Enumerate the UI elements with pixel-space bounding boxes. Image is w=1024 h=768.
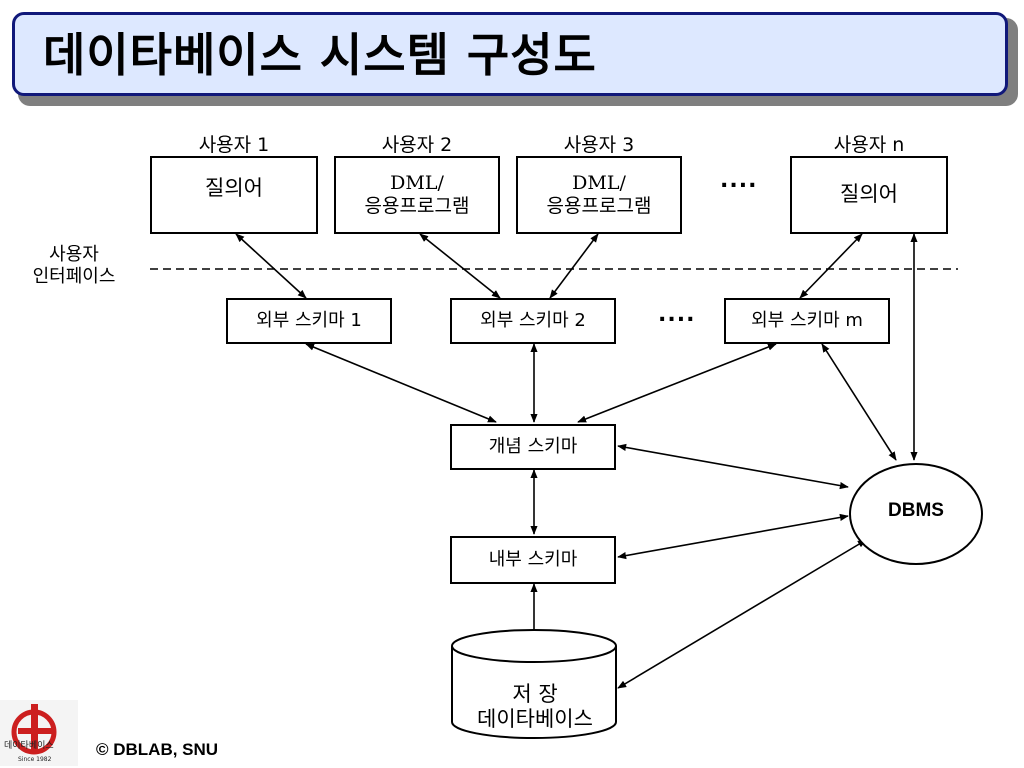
external-schema-m: 외부 스키마 m — [724, 298, 890, 344]
arrow-ext1-conceptual — [305, 343, 497, 423]
arrow-usern-extm — [799, 233, 863, 299]
user-interface-line2: 인터페이스 — [32, 265, 116, 287]
external-schema-2: 외부 스키마 2 — [450, 298, 616, 344]
user-n-label: 사용자 n — [833, 134, 905, 156]
user-interface-label: 사용자 인터페이스 — [16, 244, 132, 287]
user-3-dml-box: DML/ 응용프로그램 — [516, 156, 682, 234]
user-1-query-box: 질의어 — [150, 156, 318, 234]
user-1-query-text: 질의어 — [205, 176, 263, 200]
page-title: 데이타베이스 시스템 구성도 — [43, 28, 597, 82]
arrow-conceptual-dbms — [617, 443, 849, 490]
logo-since: Since 1982 — [18, 756, 52, 763]
storage-database-label: 저 장 데이타베이스 — [452, 682, 618, 732]
dblab-logo — [0, 700, 78, 766]
dbms-node — [849, 463, 983, 565]
user-2-app-text: 응용프로그램 — [364, 195, 470, 217]
external-schema-1-label: 외부 스키마 1 — [256, 310, 362, 332]
logo-text: 데이타베이스 — [4, 741, 54, 751]
external-schema-m-label: 외부 스키마 m — [751, 310, 863, 332]
copyright: © DBLAB, SNU — [96, 740, 219, 759]
arrow-user1-ext1 — [235, 233, 307, 299]
user-n-query-box: 질의어 — [790, 156, 948, 234]
storage-line2: 데이타베이스 — [477, 707, 593, 732]
internal-schema: 내부 스키마 — [450, 536, 616, 584]
arrow-user2-ext2 — [419, 233, 501, 299]
external-schema-1: 외부 스키마 1 — [226, 298, 392, 344]
internal-schema-label: 내부 스키마 — [488, 549, 578, 571]
storage-database-node — [451, 629, 617, 739]
user-2-dml-box: DML/ 응용프로그램 — [334, 156, 500, 234]
arrow-storage-dbms — [617, 539, 867, 689]
title-banner: 데이타베이스 시스템 구성도 — [12, 12, 1008, 96]
arrow-user3-ext2 — [549, 233, 599, 299]
conceptual-schema: 개념 스키마 — [450, 424, 616, 470]
user-3-app-text: 응용프로그램 — [546, 195, 652, 217]
storage-line1: 저 장 — [512, 682, 558, 706]
user-2-dml-text: DML/ — [390, 172, 444, 195]
dbms-label: DBMS — [888, 500, 944, 521]
users-ellipsis: .... — [720, 168, 758, 193]
user-interface-line1: 사용자 — [49, 244, 99, 265]
arrow-extm-conceptual — [577, 343, 777, 423]
user-2-label: 사용자 2 — [381, 134, 453, 156]
user-n-query-text: 질의어 — [840, 182, 898, 207]
conceptual-schema-label: 개념 스키마 — [488, 436, 578, 458]
user-1-label: 사용자 1 — [198, 134, 270, 156]
user-3-label: 사용자 3 — [563, 134, 635, 156]
arrow-extm-dbms — [821, 343, 897, 461]
external-schema-2-label: 외부 스키마 2 — [480, 310, 586, 332]
arrow-internal-dbms — [617, 513, 849, 560]
user-3-dml-text: DML/ — [572, 172, 626, 195]
schemas-ellipsis: .... — [658, 302, 696, 327]
